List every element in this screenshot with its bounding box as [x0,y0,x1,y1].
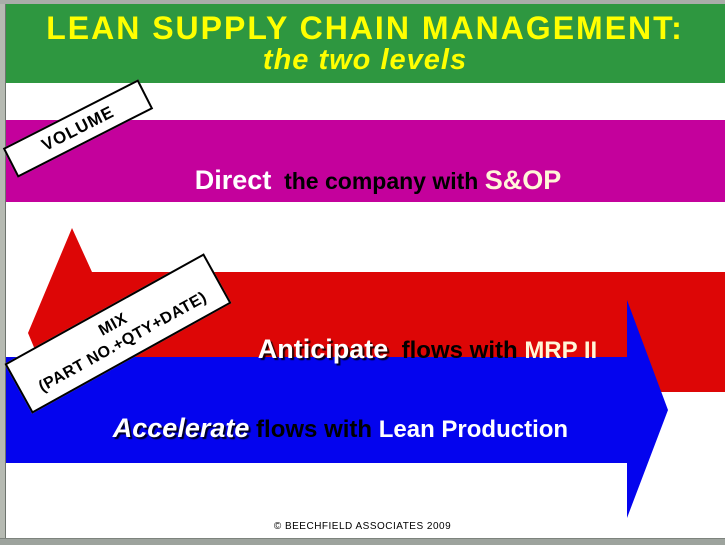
anticipate-verb: Anticipate [257,334,389,364]
anticipate-line: Anticipate flows with MRP II [240,316,597,383]
accelerate-verb: Accelerate [112,413,250,443]
blue-right-arrow [5,300,668,518]
accelerate-highlight: Lean Production [378,416,569,443]
accelerate-line: Accelerate flows with Lean Production [95,395,568,462]
direct-line: Direct the company with S&OP [177,147,561,214]
direct-verb: Direct [194,165,272,195]
direct-level-bar [5,120,725,202]
copyright-footer: © BEECHFIELD ASSOCIATES 2009 [273,521,452,532]
frame-border-top [0,0,725,4]
anticipate-highlight: MRP II [524,337,598,364]
slide-title: LEAN SUPPLY CHAIN MANAGEMENT: [46,10,684,47]
accelerate-middle-text: flows with [249,416,379,443]
frame-border-left [0,4,6,538]
anticipate-middle-text: flows with [388,337,525,364]
direct-highlight: S&OP [484,165,562,195]
title-banner: LEAN SUPPLY CHAIN MANAGEMENT: the two le… [5,4,725,83]
direct-middle-text: the company with [271,168,485,194]
frame-border-bottom [0,538,725,545]
slide-subtitle: the two levels [262,43,468,76]
